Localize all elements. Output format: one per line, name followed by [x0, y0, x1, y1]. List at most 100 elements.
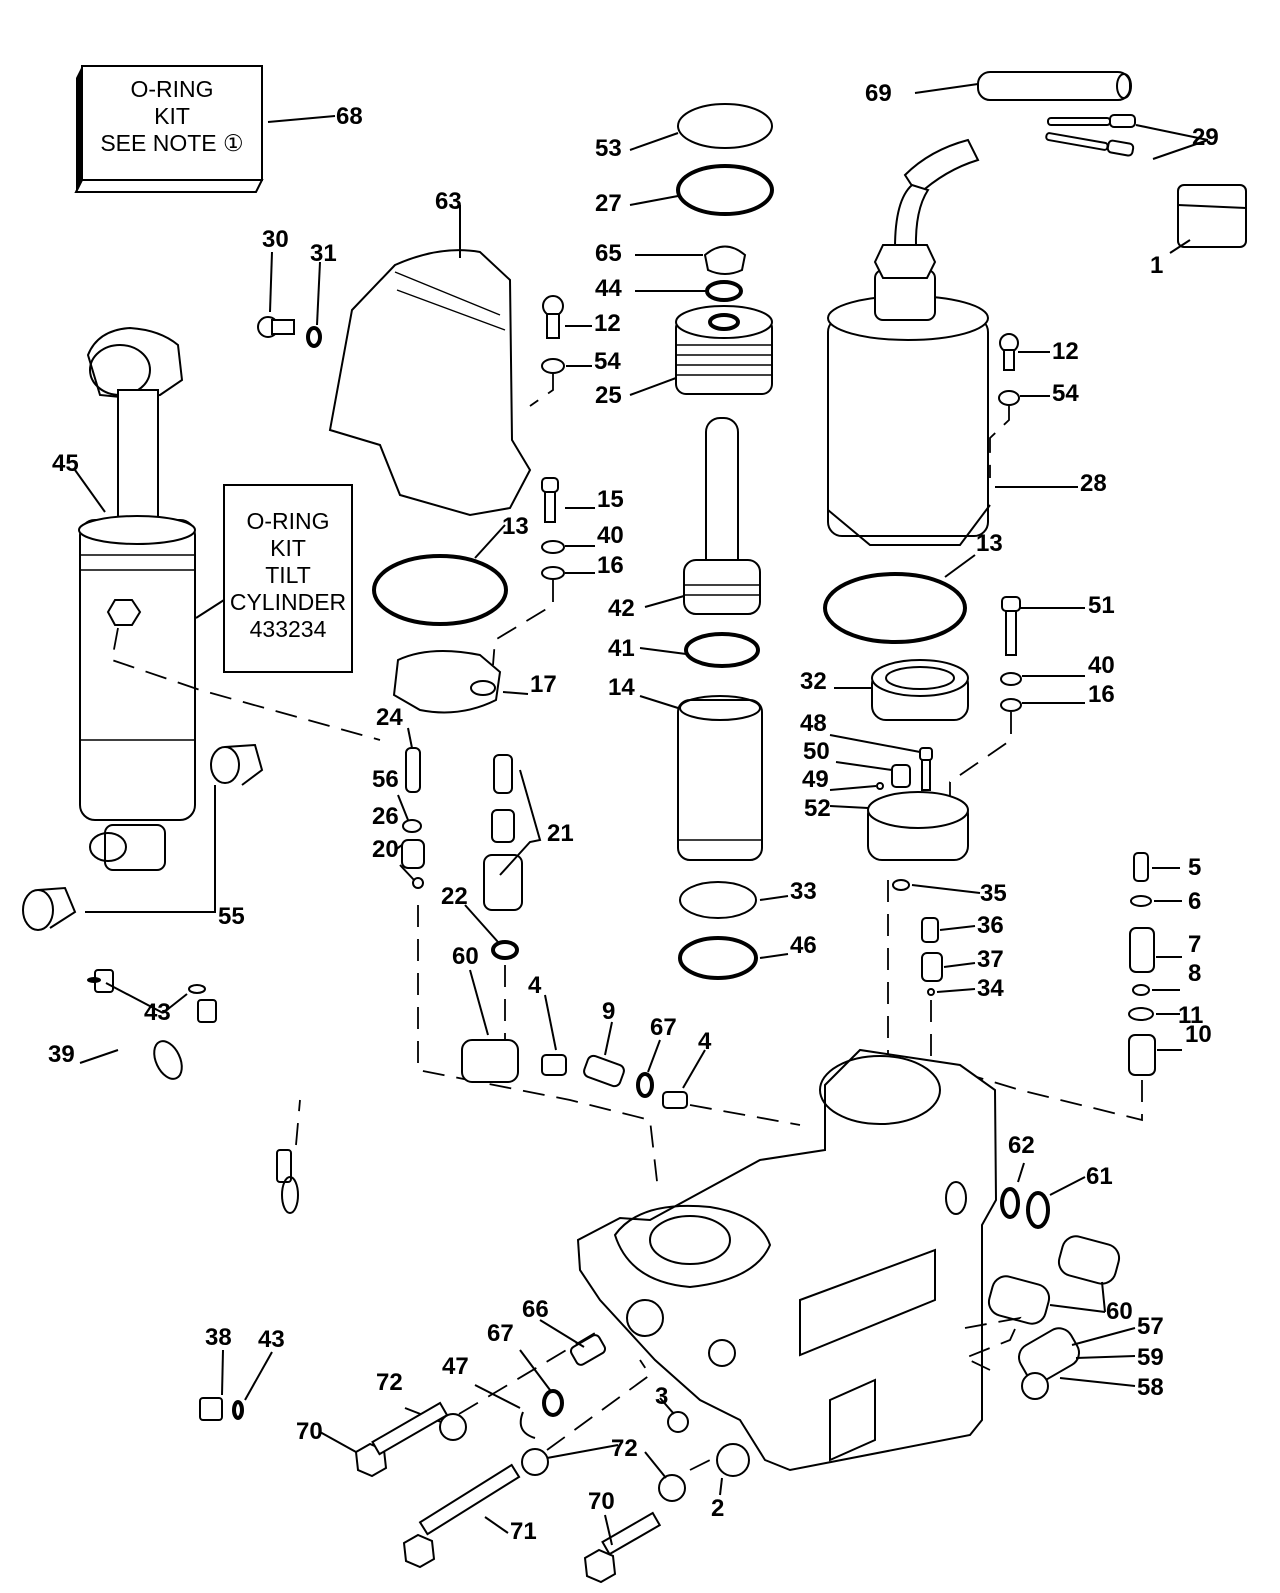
callout-7: 7 — [1188, 931, 1202, 958]
callout-57: 57 — [1137, 1313, 1164, 1340]
pump-housing-part — [576, 1048, 998, 1472]
cover-63-part — [328, 205, 532, 517]
callout-31: 31 — [310, 240, 337, 267]
motor-28-part — [827, 244, 991, 546]
tube-39-part — [79, 969, 217, 1097]
cover-plate-17 — [392, 650, 502, 714]
tilt-cylinder-kit-box-shape — [223, 484, 353, 673]
callout-46: 46 — [790, 932, 817, 959]
callout-66: 66 — [522, 1296, 549, 1323]
callout-58: 58 — [1137, 1374, 1164, 1401]
sleeve-part — [914, 71, 1132, 101]
callout-35: 35 — [980, 880, 1007, 907]
callout-16-right: 16 — [1088, 681, 1115, 708]
callout-21: 21 — [547, 820, 574, 847]
callout-67-bottom: 67 — [487, 1320, 514, 1347]
oring-kit-note: O-RING KIT SEE NOTE ① — [82, 76, 262, 157]
callout-16-left: 16 — [597, 552, 624, 579]
callout-5: 5 — [1188, 854, 1202, 881]
hydraulic-line-38-part — [108, 1099, 301, 1421]
callout-30: 30 — [262, 226, 289, 253]
callout-54-right: 54 — [1052, 380, 1079, 407]
callout-69: 69 — [865, 80, 892, 107]
callout-56: 56 — [372, 766, 399, 793]
callout-45: 45 — [52, 450, 79, 477]
kit-line-1: O-RING — [246, 508, 330, 534]
callout-32: 32 — [800, 668, 827, 695]
callout-14: 14 — [608, 674, 635, 701]
callout-40-right: 40 — [1088, 652, 1115, 679]
kit-line-5: 433234 — [249, 616, 327, 642]
callout-29: 29 — [1192, 124, 1219, 151]
tilt-cylinder-kit-note: O-RING KIT TILT CYLINDER 433234 — [224, 508, 352, 643]
callout-10: 10 — [1185, 1021, 1212, 1048]
connector-part — [1169, 184, 1247, 254]
oring-44 — [705, 280, 743, 302]
callout-44: 44 — [595, 275, 622, 302]
callout-72-left: 72 — [376, 1369, 403, 1396]
callout-25: 25 — [595, 382, 622, 409]
kit-line-4: CYLINDER — [229, 589, 347, 615]
note-line-3: SEE NOTE ① — [100, 130, 244, 156]
oring-46 — [678, 936, 758, 980]
callout-4-left: 4 — [528, 972, 542, 999]
callout-60-left: 60 — [452, 943, 479, 970]
seal-65 — [703, 245, 747, 275]
callout-38: 38 — [205, 1324, 232, 1351]
callout-12-right: 12 — [1052, 338, 1079, 365]
callout-39: 39 — [48, 1041, 75, 1068]
retaining-ring-53 — [677, 103, 773, 149]
callout-33: 33 — [790, 878, 817, 905]
callout-4-right: 4 — [698, 1028, 712, 1055]
oring-31 — [306, 326, 322, 348]
piston-rod-part — [644, 417, 761, 615]
callout-9: 9 — [602, 998, 616, 1025]
callout-3: 3 — [655, 1383, 669, 1410]
callout-40-left: 40 — [597, 522, 624, 549]
callout-24: 24 — [376, 704, 403, 731]
coupler-32-part — [834, 659, 969, 721]
callout-62: 62 — [1008, 1132, 1035, 1159]
tilt-cylinder-45-part — [74, 326, 381, 871]
callout-51: 51 — [1088, 592, 1115, 619]
ring-33 — [679, 881, 757, 919]
callout-67-top: 67 — [650, 1014, 677, 1041]
callout-47: 47 — [442, 1353, 469, 1380]
callout-13-right: 13 — [976, 530, 1003, 557]
callout-12-left: 12 — [594, 310, 621, 337]
pump-52-part — [829, 791, 969, 861]
callout-49: 49 — [802, 766, 829, 793]
callout-27: 27 — [595, 190, 622, 217]
callout-70-right: 70 — [588, 1488, 615, 1515]
callout-1: 1 — [1150, 252, 1164, 279]
callout-43-top: 43 — [144, 999, 171, 1026]
callout-70-left: 70 — [296, 1418, 323, 1445]
callout-72-right: 72 — [611, 1435, 638, 1462]
callout-61: 61 — [1086, 1163, 1113, 1190]
callout-50: 50 — [803, 738, 830, 765]
callout-71: 71 — [510, 1518, 537, 1545]
callout-55: 55 — [218, 903, 245, 930]
callout-53: 53 — [595, 135, 622, 162]
callout-2: 2 — [711, 1495, 725, 1522]
callout-54-left: 54 — [594, 348, 621, 375]
oring-27 — [676, 164, 774, 216]
callout-22: 22 — [441, 883, 468, 910]
callout-52: 52 — [804, 795, 831, 822]
callout-34: 34 — [977, 975, 1004, 1002]
terminals-part — [1045, 114, 1209, 160]
callout-11: 11 — [1178, 1002, 1204, 1029]
callout-28: 28 — [1080, 470, 1107, 497]
callout-48: 48 — [800, 710, 827, 737]
callout-17: 17 — [530, 671, 557, 698]
callout-13-left: 13 — [502, 513, 529, 540]
callout-8: 8 — [1188, 960, 1202, 987]
plug-60-left — [461, 1039, 519, 1083]
seal-41 — [684, 632, 760, 668]
oring-13-right — [823, 572, 967, 644]
callout-65: 65 — [595, 240, 622, 267]
callout-6: 6 — [1188, 888, 1202, 915]
cylinder-14-part — [639, 695, 763, 861]
